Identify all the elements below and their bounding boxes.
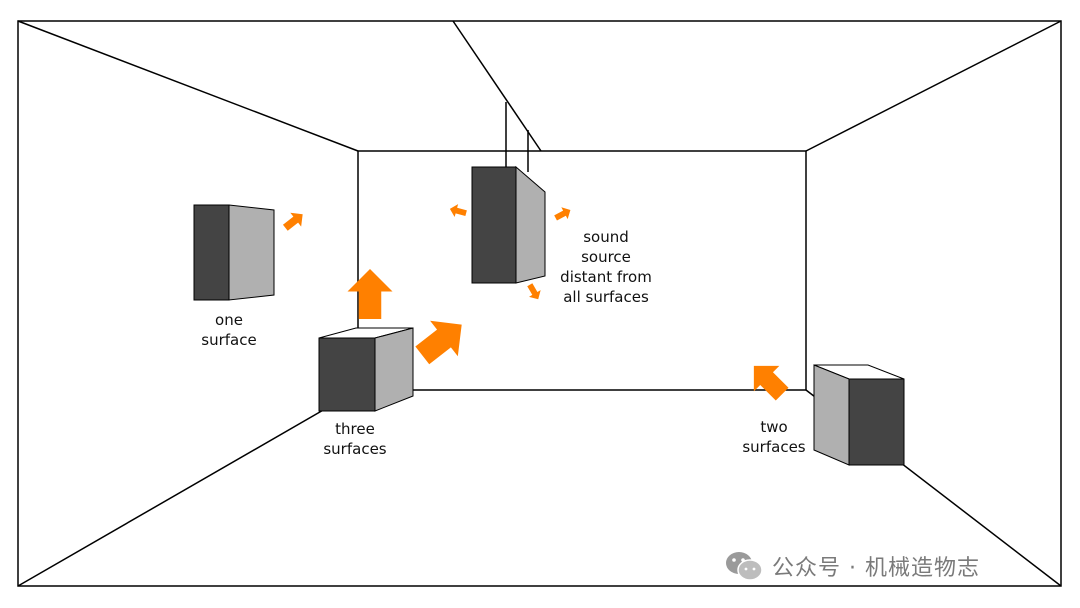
corner-line-bottom-left: [17, 389, 359, 587]
arrow-one-surface: [282, 212, 303, 231]
corner-line-top-left: [17, 20, 359, 152]
label-line: three: [335, 420, 375, 438]
label-line: all surfaces: [563, 288, 649, 306]
speaker-distant: [471, 165, 546, 284]
speaker-one-surface: [193, 204, 275, 301]
label-line: distant from: [560, 268, 652, 286]
ceiling-beam-line: [452, 20, 542, 152]
arrow-distant-left: [449, 204, 467, 218]
speaker-front-face: [848, 378, 905, 466]
label-three-surfaces: three surfaces: [310, 419, 400, 459]
label-line: sound: [583, 228, 629, 246]
label-two-surfaces: two surfaces: [730, 417, 818, 457]
speaker-front-face: [471, 166, 517, 284]
label-line: one: [215, 311, 243, 329]
arrows: [282, 204, 789, 401]
arrow-two-surfaces: [753, 365, 789, 401]
speaker-side-face: [228, 204, 275, 301]
arrow-distant-upper-right: [554, 207, 571, 221]
speaker-front-face: [193, 204, 230, 301]
label-line: source: [581, 248, 631, 266]
speaker-side-face: [813, 364, 850, 466]
speaker-three-surfaces: [318, 327, 414, 412]
label-line: surfaces: [323, 440, 387, 458]
speaker-two-surfaces: [813, 364, 905, 466]
label-line: two: [760, 418, 788, 436]
room-outer-frame: [17, 20, 1062, 587]
speaker-front-face: [318, 337, 376, 412]
arrow-three-surfaces-diagonal: [415, 320, 462, 365]
arrow-distant-lower-right: [527, 283, 541, 300]
speaker-side-face: [515, 165, 546, 284]
label-line: surfaces: [742, 438, 806, 456]
back-wall: [357, 150, 807, 391]
corner-line-top-right: [805, 20, 1062, 152]
label-line: surface: [201, 331, 257, 349]
label-one-surface: one surface: [188, 310, 270, 350]
room-lines: [17, 20, 1062, 587]
label-distant-source: sound source distant from all surfaces: [548, 227, 664, 307]
watermark: 公众号 · 机械造物志: [724, 548, 980, 584]
arrow-three-surfaces-up: [347, 269, 393, 319]
speaker-side-face: [374, 327, 414, 412]
wechat-icon: [726, 552, 763, 581]
watermark-text: 公众号 · 机械造物志: [772, 556, 980, 581]
